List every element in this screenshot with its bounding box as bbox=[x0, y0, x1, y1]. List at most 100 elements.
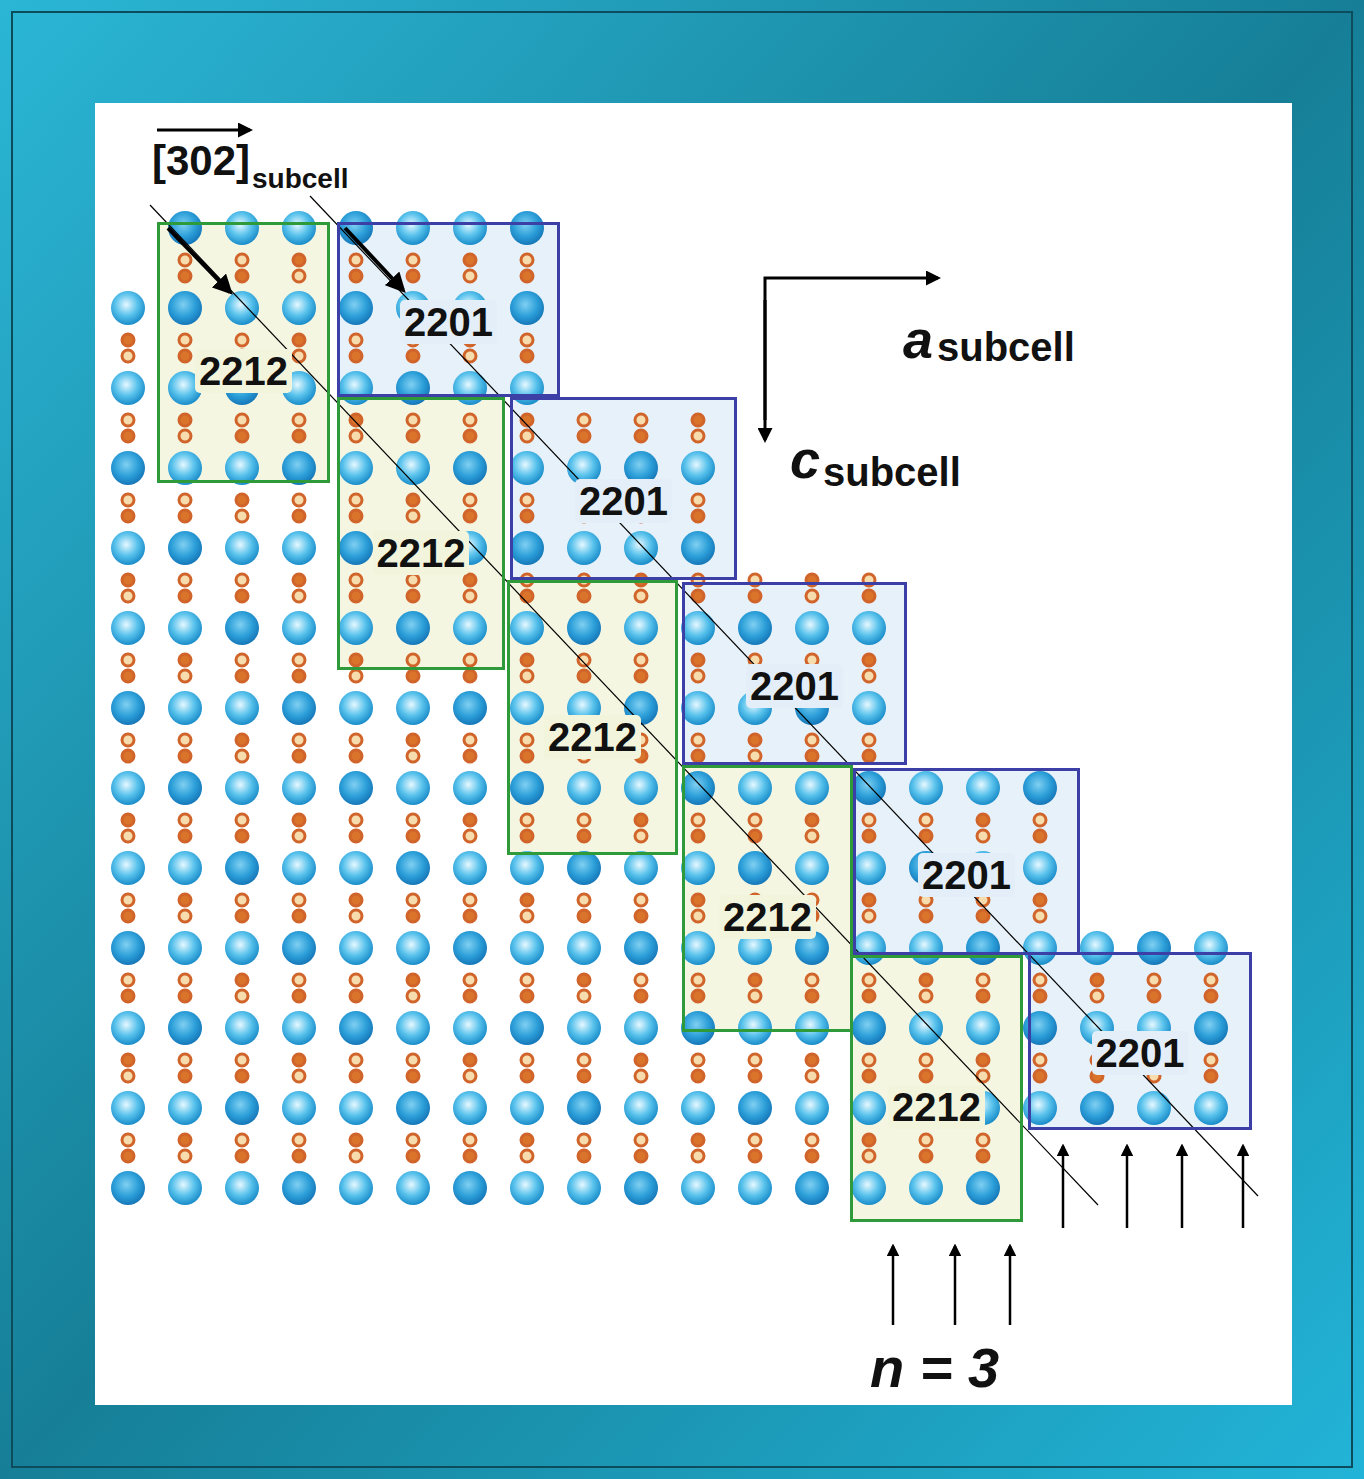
oxygen-atom bbox=[521, 894, 533, 906]
oxygen-atom bbox=[749, 1054, 761, 1066]
cation-atom bbox=[168, 771, 202, 805]
oxygen-atom bbox=[464, 1054, 476, 1066]
cation-atom bbox=[339, 771, 373, 805]
oxygen-atom bbox=[407, 494, 419, 506]
cation-atom bbox=[795, 1011, 829, 1045]
cation-atom bbox=[567, 771, 601, 805]
phase-2212-cell: 2212 bbox=[850, 955, 1023, 1222]
oxygen-atom bbox=[293, 1070, 305, 1082]
cation-atom bbox=[339, 291, 373, 325]
oxygen-atom bbox=[407, 830, 419, 842]
cation-atom bbox=[111, 611, 145, 645]
oxygen-atom bbox=[350, 910, 362, 922]
oxygen-atom bbox=[521, 670, 533, 682]
oxygen-atom bbox=[236, 814, 248, 826]
oxygen-atom bbox=[464, 414, 476, 426]
oxygen-atom bbox=[863, 990, 875, 1002]
cation-atom bbox=[681, 1171, 715, 1205]
oxygen-atom bbox=[407, 670, 419, 682]
oxygen-atom bbox=[920, 910, 932, 922]
cell-fill bbox=[337, 222, 560, 397]
oxygen-atom bbox=[179, 750, 191, 762]
phase-2201-cell: 2201 bbox=[510, 397, 737, 580]
oxygen-atom bbox=[293, 350, 305, 362]
oxygen-atom bbox=[464, 830, 476, 842]
oxygen-atom bbox=[350, 814, 362, 826]
oxygen-atom bbox=[521, 590, 533, 602]
oxygen-atom bbox=[407, 1150, 419, 1162]
cation-atom bbox=[225, 291, 259, 325]
cation-atom bbox=[795, 1091, 829, 1125]
oxygen-atom bbox=[122, 974, 134, 986]
phase-2212-cell: 2212 bbox=[157, 222, 330, 483]
oxygen-atom bbox=[236, 430, 248, 442]
cation-atom bbox=[852, 691, 886, 725]
oxygen-atom bbox=[350, 334, 362, 346]
cation-atom bbox=[738, 1011, 772, 1045]
oxygen-atom bbox=[521, 654, 533, 666]
vector-arrow bbox=[157, 129, 250, 132]
oxygen-atom bbox=[464, 1134, 476, 1146]
phase-2212-cell: 2212 bbox=[337, 397, 505, 670]
cation-atom bbox=[282, 211, 316, 245]
oxygen-atom bbox=[293, 414, 305, 426]
oxygen-atom bbox=[521, 350, 533, 362]
oxygen-atom bbox=[464, 590, 476, 602]
cation-atom bbox=[396, 931, 430, 965]
oxygen-atom bbox=[635, 1150, 647, 1162]
oxygen-atom bbox=[692, 1054, 704, 1066]
cation-atom bbox=[909, 1011, 943, 1045]
cation-atom bbox=[339, 451, 373, 485]
oxygen-atom bbox=[407, 814, 419, 826]
oxygen-atom bbox=[122, 1150, 134, 1162]
oxygen-atom bbox=[350, 1070, 362, 1082]
cation-atom bbox=[510, 931, 544, 965]
cation-atom bbox=[225, 1091, 259, 1125]
cation-atom bbox=[168, 1091, 202, 1125]
cation-atom bbox=[339, 931, 373, 965]
oxygen-atom bbox=[806, 590, 818, 602]
oxygen-atom bbox=[1034, 990, 1046, 1002]
cation-atom bbox=[282, 1171, 316, 1205]
oxygen-atom bbox=[635, 974, 647, 986]
oxygen-atom bbox=[578, 974, 590, 986]
oxygen-atom bbox=[293, 830, 305, 842]
oxygen-atom bbox=[1034, 830, 1046, 842]
oxygen-atom bbox=[806, 830, 818, 842]
cation-atom bbox=[453, 1171, 487, 1205]
oxygen-atom bbox=[350, 414, 362, 426]
oxygen-atom bbox=[749, 814, 761, 826]
cation-atom bbox=[111, 1091, 145, 1125]
oxygen-atom bbox=[692, 894, 704, 906]
cation-atom bbox=[339, 1171, 373, 1205]
cation-atom bbox=[567, 611, 601, 645]
cation-atom bbox=[966, 1011, 1000, 1045]
oxygen-atom bbox=[692, 910, 704, 922]
oxygen-atom bbox=[293, 1054, 305, 1066]
oxygen-atom bbox=[293, 1134, 305, 1146]
cation-atom bbox=[111, 691, 145, 725]
oxygen-atom bbox=[692, 814, 704, 826]
layer-arrow bbox=[892, 1246, 895, 1325]
oxygen-atom bbox=[407, 590, 419, 602]
cation-atom bbox=[225, 611, 259, 645]
layer-arrow bbox=[1181, 1146, 1184, 1228]
oxygen-atom bbox=[293, 750, 305, 762]
oxygen-atom bbox=[122, 910, 134, 922]
cation-atom bbox=[168, 531, 202, 565]
cation-atom bbox=[681, 1091, 715, 1125]
oxygen-atom bbox=[350, 574, 362, 586]
oxygen-atom bbox=[521, 494, 533, 506]
oxygen-atom bbox=[521, 1134, 533, 1146]
oxygen-atom bbox=[578, 814, 590, 826]
oxygen-atom bbox=[236, 894, 248, 906]
oxygen-atom bbox=[350, 430, 362, 442]
cation-atom bbox=[624, 611, 658, 645]
oxygen-atom bbox=[521, 910, 533, 922]
oxygen-atom bbox=[350, 750, 362, 762]
oxygen-atom bbox=[977, 1134, 989, 1146]
cation-atom bbox=[624, 531, 658, 565]
direction-arrow bbox=[168, 228, 230, 292]
